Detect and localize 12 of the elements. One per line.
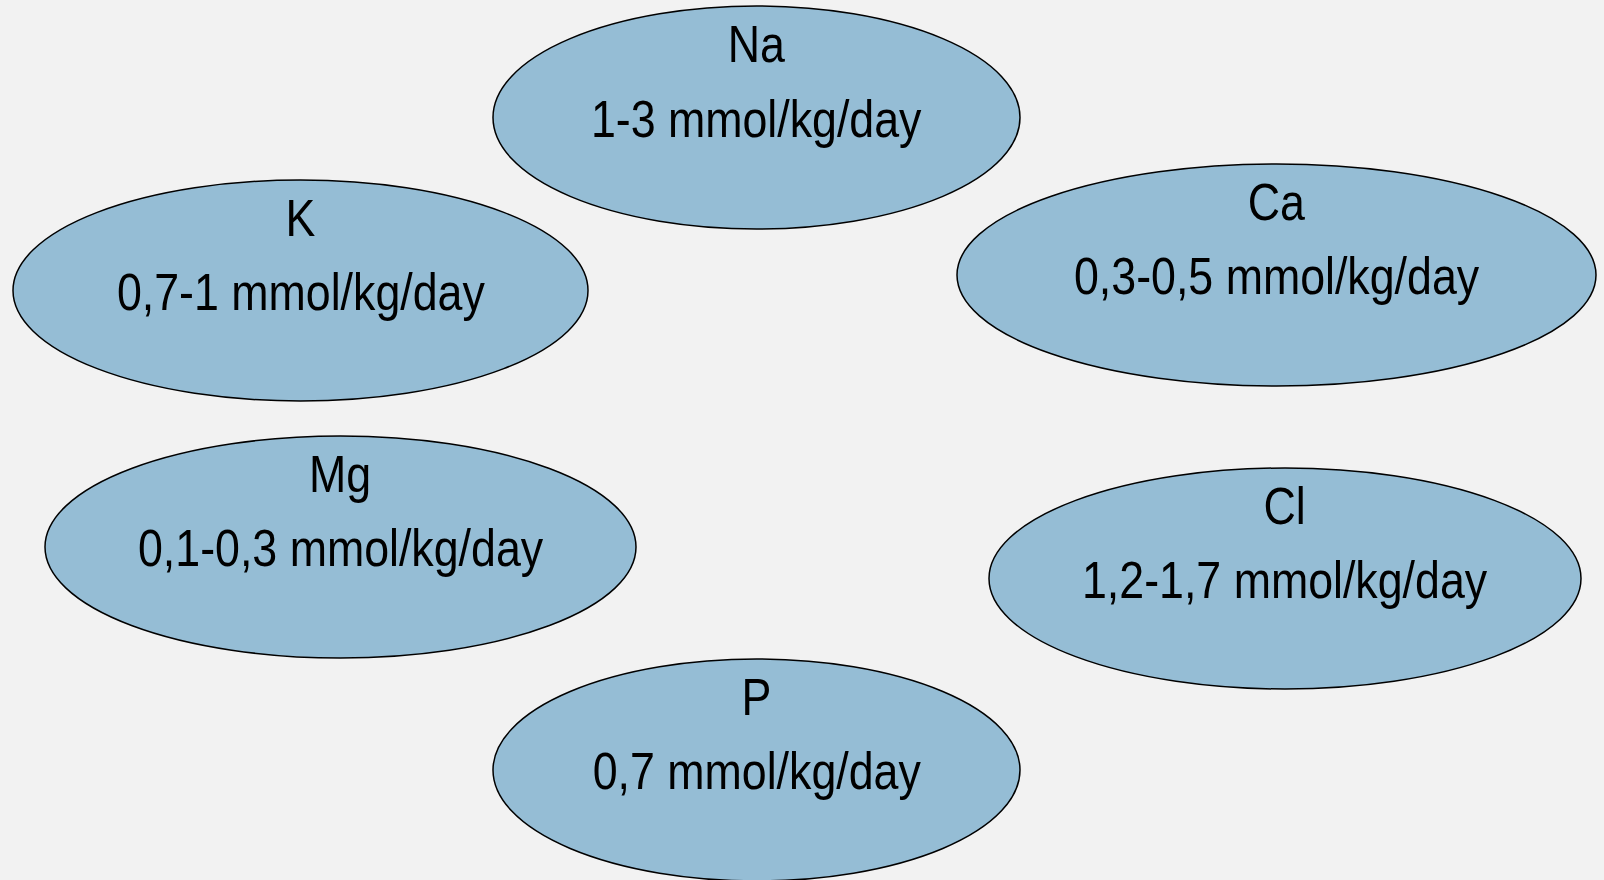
element-symbol: Cl bbox=[1263, 478, 1307, 535]
dosage-text: 0,3-0,5 mmol/kg/day bbox=[1073, 248, 1480, 305]
element-symbol: K bbox=[285, 190, 316, 247]
element-symbol: Ca bbox=[1247, 174, 1306, 231]
dosage-text: 0,1-0,3 mmol/kg/day bbox=[137, 520, 544, 577]
element-symbol: Mg bbox=[309, 446, 372, 503]
dosage-text: 1,2-1,7 mmol/kg/day bbox=[1082, 551, 1488, 608]
element-symbol: P bbox=[741, 669, 772, 726]
element-symbol: Na bbox=[727, 16, 786, 73]
dosage-text: 0,7 mmol/kg/day bbox=[592, 743, 921, 800]
dosage-text: 1-3 mmol/kg/day bbox=[591, 90, 922, 147]
dosage-text: 0,7-1 mmol/kg/day bbox=[116, 263, 485, 320]
